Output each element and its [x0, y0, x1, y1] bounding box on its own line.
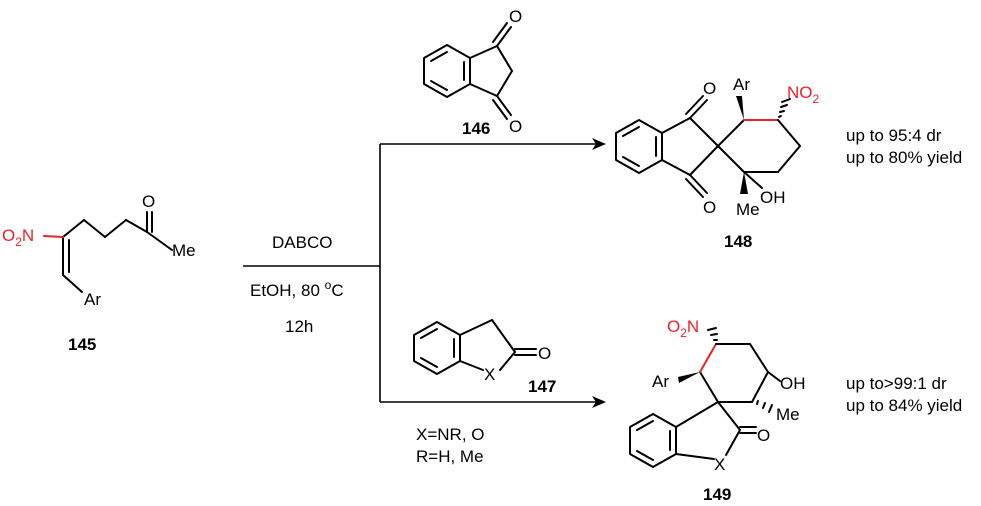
methyl-label: Me — [776, 405, 800, 424]
oxygen-top: O — [509, 7, 522, 26]
hydroxyl-label: OH — [780, 374, 806, 393]
solvent-temperature-label: EtOH, 80 oC — [250, 278, 344, 300]
nitro-group-label: O2N — [2, 226, 34, 249]
aryl-label: Ar — [733, 75, 750, 94]
arrow-head-top — [592, 138, 606, 150]
compound-id-148: 148 — [724, 232, 752, 251]
carbonyl-oxygen: O — [757, 426, 770, 445]
diastereoselectivity-149: up to>99:1 dr — [846, 374, 947, 393]
compound-id-147: 147 — [528, 377, 556, 396]
product-148: O O Ar NO2 OH Me 148 up to 95:4 dr up to… — [615, 75, 962, 251]
carbonyl-oxygen: O — [538, 344, 551, 363]
aryl-label: Ar — [652, 372, 669, 391]
yield-149: up to 84% yield — [846, 396, 962, 415]
diastereoselectivity-148: up to 95:4 dr — [846, 126, 942, 145]
yield-148: up to 80% yield — [846, 148, 962, 167]
carbonyl-oxygen-top: O — [703, 79, 716, 98]
reagent-label: DABCO — [272, 233, 332, 252]
reaction-conditions: DABCO EtOH, 80 oC 12h — [243, 233, 380, 336]
hashed-bond-no2 — [707, 327, 718, 341]
wedge-bond-me — [740, 172, 748, 194]
nitro-group-label: O2N — [667, 317, 699, 340]
x-atom-label: X — [714, 455, 725, 474]
oxygen-bottom: O — [509, 117, 522, 136]
legend-line-2: R=H, Me — [416, 447, 484, 466]
legend-line-1: X=NR, O — [416, 425, 485, 444]
product-149: O2N Ar OH Me O X 149 up to>99:1 dr up to… — [629, 317, 962, 504]
aryl-label: Ar — [84, 290, 101, 309]
carbonyl-oxygen: O — [142, 192, 155, 211]
hashed-bond-me — [756, 400, 773, 413]
hydroxyl-label: OH — [760, 188, 786, 207]
compound-id-146: 146 — [462, 119, 490, 138]
x-atom-label: X — [484, 365, 495, 384]
branch-arrows — [379, 138, 606, 408]
wedge-bond-ar — [678, 372, 700, 383]
reagent-146: O O 146 — [423, 7, 522, 138]
nitro-group-label: NO2 — [787, 83, 820, 106]
hashed-bond-no2 — [778, 98, 791, 118]
compound-id-145: 145 — [68, 335, 96, 354]
wedge-bond-ar — [736, 96, 744, 120]
methyl-label: Me — [172, 241, 196, 260]
methyl-label: Me — [736, 200, 760, 219]
time-label: 12h — [285, 317, 313, 336]
reagent-147: O X 147 X=NR, O R=H, Me — [413, 319, 556, 466]
compound-id-149: 149 — [703, 485, 731, 504]
arrow-head-bottom — [592, 396, 606, 408]
carbonyl-oxygen-bottom: O — [703, 198, 716, 217]
substrate-145: O Me Ar O2N 145 — [2, 192, 196, 354]
